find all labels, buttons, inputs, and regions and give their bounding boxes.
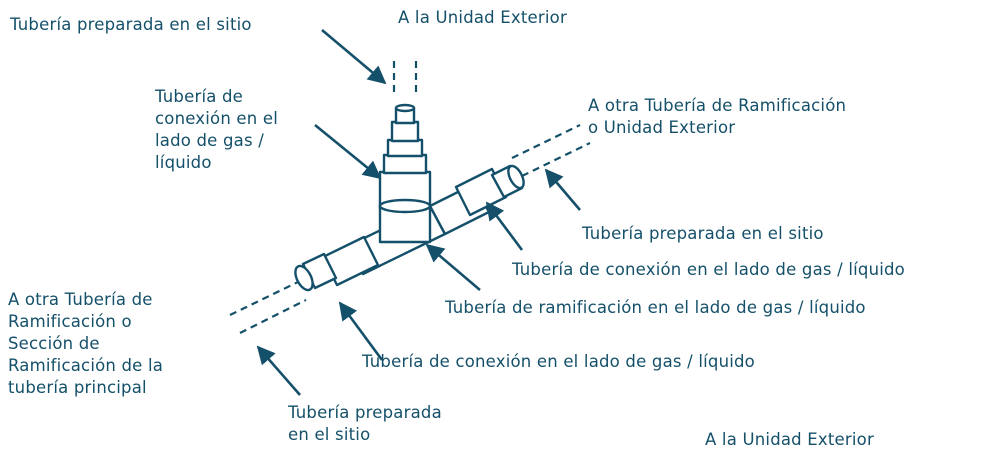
label-line: líquido <box>155 153 212 172</box>
arrow-right-connection <box>485 201 524 251</box>
label-line: en el sitio <box>288 425 371 444</box>
right-connection-pipe <box>454 164 525 217</box>
label-right-field-piping: Tubería preparada en el sitio <box>582 224 824 243</box>
arrow-bottom-connection <box>338 301 384 361</box>
label-line: Ramificación de la <box>8 356 164 375</box>
right-field-pipe <box>511 124 591 177</box>
label-top-outdoor-unit: A la Unidad Exterior <box>398 8 567 27</box>
label-bottom-field-piping: Tubería preparada en el sitio <box>288 402 442 446</box>
label-line: tubería principal <box>8 378 147 397</box>
label-line: lado de gas / <box>155 131 264 150</box>
label-left-other-branch: A otra Tubería de Ramificación o Sección… <box>8 289 163 399</box>
label-vertical-connection-pipe: Tubería de conexión en el lado de gas / … <box>155 86 278 174</box>
arrow-vertical-connection <box>314 123 382 180</box>
top-field-pipe <box>392 58 418 92</box>
vertical-connection-pipe <box>378 103 432 210</box>
label-line: Tubería preparada <box>288 403 442 422</box>
arrow-top-field <box>321 29 387 85</box>
label-line: Sección de <box>8 334 100 353</box>
arrow-branch <box>425 243 481 291</box>
label-bottom-outdoor-unit: A la Unidad Exterior <box>705 430 874 449</box>
label-bottom-connection-pipe: Tubería de conexión en el lado de gas / … <box>362 352 755 371</box>
label-line: conexión en el <box>155 109 279 128</box>
label-branch-pipe: Tubería de ramificación en el lado de ga… <box>445 298 866 317</box>
label-line: o Unidad Exterior <box>588 118 736 137</box>
label-line: Ramificación o <box>8 312 132 331</box>
arrow-right-field <box>544 168 581 211</box>
arrow-left-field <box>256 345 301 396</box>
label-right-connection-pipe: Tubería de conexión en el lado de gas / … <box>512 260 905 279</box>
label-right-other-branch: A otra Tubería de Ramificación o Unidad … <box>588 95 846 139</box>
label-top-field-piping: Tubería preparada en el sitio <box>10 15 252 34</box>
left-field-pipe <box>229 281 307 334</box>
label-line: A otra Tubería de <box>8 290 153 309</box>
label-line: A otra Tubería de Ramificación <box>588 96 847 115</box>
label-line: Tubería de <box>155 87 244 106</box>
left-connection-pipe <box>294 235 380 292</box>
